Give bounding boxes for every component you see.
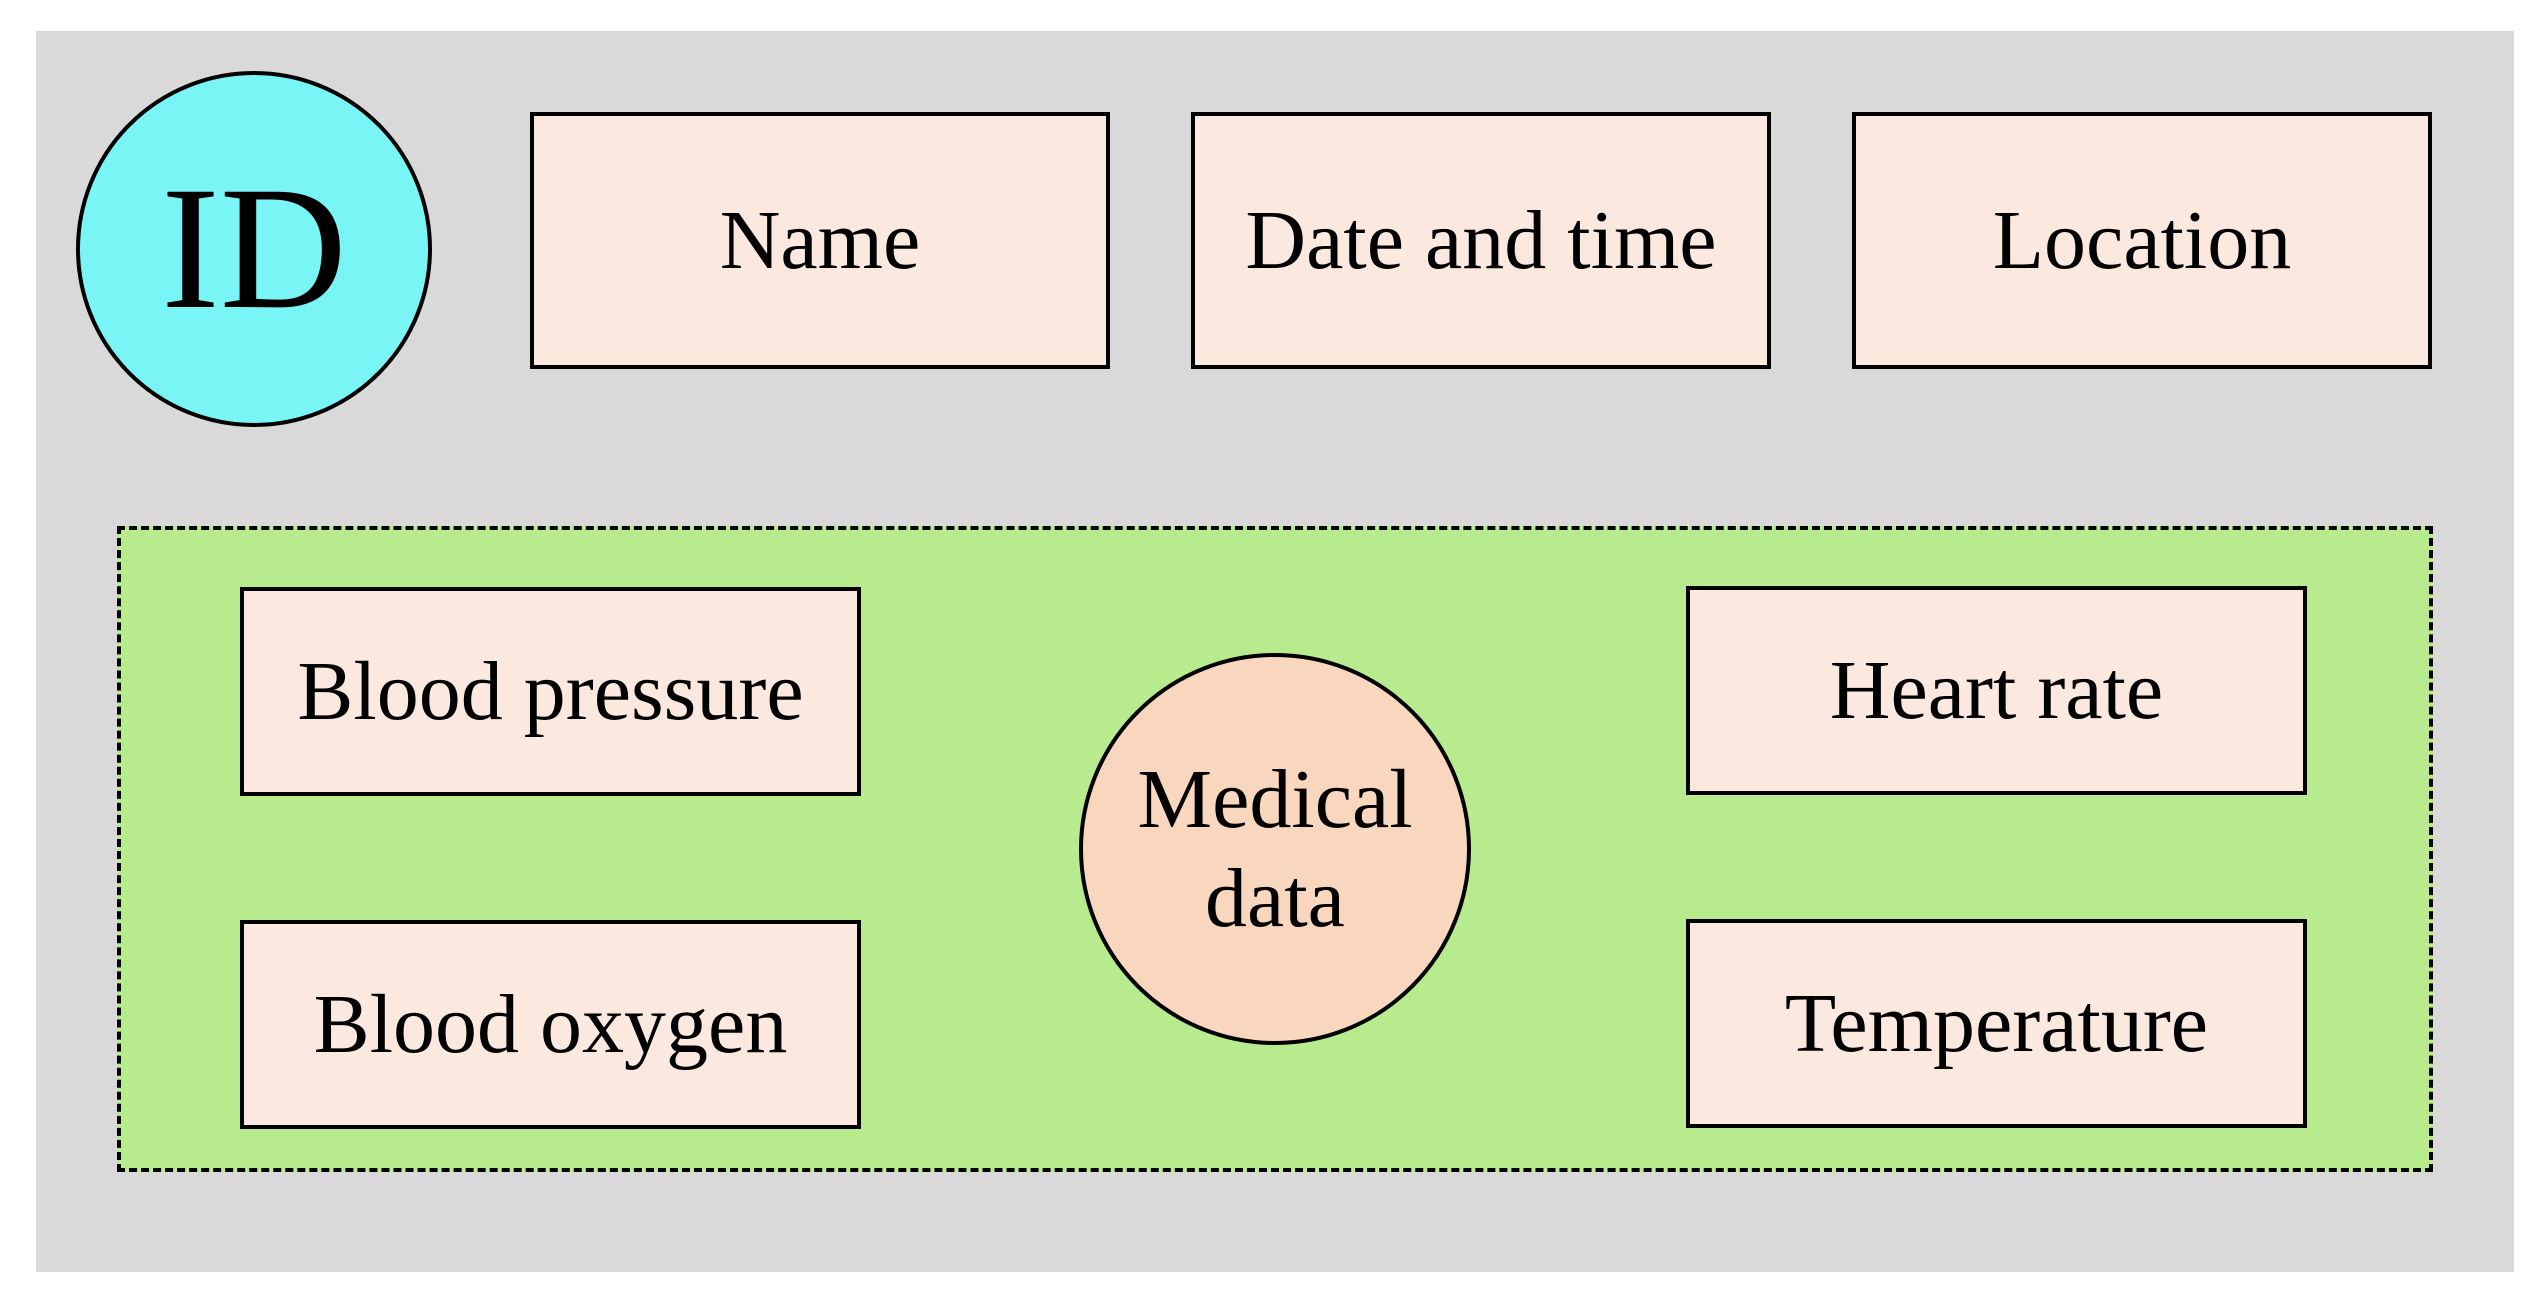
blood-oxygen-box: Blood oxygen — [240, 920, 861, 1129]
blood-pressure-box: Blood pressure — [240, 587, 861, 796]
medical-data-label-line2: data — [1205, 852, 1345, 945]
medical-data-label-line1: Medical — [1137, 752, 1413, 846]
date-time-field-box: Date and time — [1191, 112, 1771, 369]
id-node: ID — [76, 71, 432, 427]
heart-rate-box: Heart rate — [1686, 586, 2307, 795]
location-field-box: Location — [1852, 112, 2432, 369]
medical-data-node: Medical data — [1079, 653, 1471, 1045]
temperature-box: Temperature — [1686, 919, 2307, 1128]
name-field-box: Name — [530, 112, 1110, 369]
